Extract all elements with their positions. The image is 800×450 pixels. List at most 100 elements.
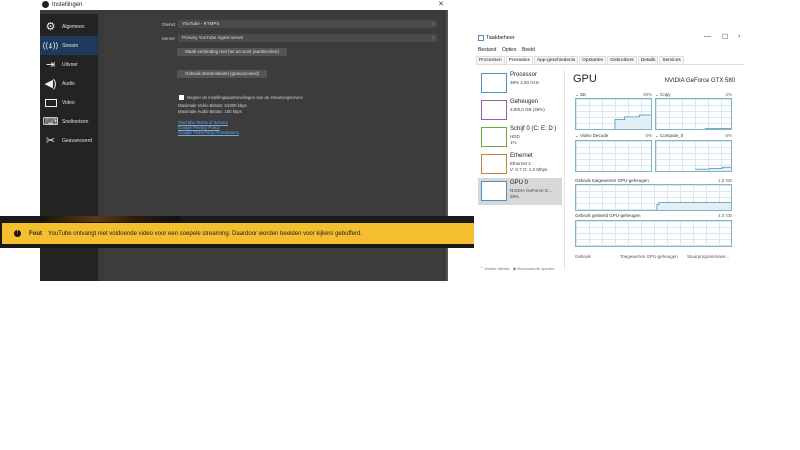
engine-video-decode-graph	[575, 140, 652, 172]
sidebar-item-video[interactable]: Video	[40, 93, 98, 112]
resource-processor[interactable]: Processor 38% 2,50 GHz	[478, 70, 562, 97]
youtube-tos-link[interactable]: YouTube Terms of Service	[178, 120, 228, 125]
google-privacy-link[interactable]: Google Privacy Policy	[178, 125, 220, 130]
shared-memory-label: Gebruik gedeeld GPU-geheugen	[575, 213, 641, 218]
ignore-recommendations-checkbox[interactable]	[179, 95, 184, 100]
sidebar-item-audio[interactable]: ◀) Audio	[40, 74, 98, 93]
engine-compute-label[interactable]: ⌄ Compute_0	[655, 133, 684, 138]
resource-name: Ethernet	[510, 153, 533, 159]
sidebar-item-label: Sneltoetsen	[62, 118, 89, 125]
video-preview-strip	[40, 216, 180, 222]
dedicated-memory-value: 1,5 GB	[717, 178, 732, 183]
maximize-icon[interactable]: ☐	[722, 34, 729, 41]
menu-beeld[interactable]: Beeld	[522, 47, 535, 53]
minimize-icon[interactable]: —	[704, 33, 711, 40]
connect-account-button[interactable]: Maak verbinding met het account (aanbevo…	[177, 48, 287, 56]
sidebar-item-label: Algemeen	[62, 23, 85, 30]
task-manager-icon	[478, 35, 484, 41]
speaker-icon: ◀)	[44, 78, 57, 90]
menu-opties[interactable]: Opties	[502, 47, 517, 53]
engine-copy-graph	[655, 98, 732, 130]
tab-gebruikers[interactable]: Gebruikers	[607, 56, 637, 64]
sidebar-item-stream[interactable]: ((⍋)) Stream	[40, 36, 98, 55]
sidebar-item-geavanceerd[interactable]: ✂ Geavanceerd	[40, 131, 98, 150]
sidebar-item-label: Geavanceerd	[62, 137, 93, 144]
resource-name: Geheugen	[510, 99, 539, 105]
server-select[interactable]: Primary YouTube ingest server ⇕	[178, 34, 437, 42]
window-border	[446, 10, 448, 281]
error-message: YouTube ontvangt niet voldoende video vo…	[48, 230, 362, 237]
resource-memory[interactable]: Geheugen 3,9/8,0 GB (49%)	[478, 97, 562, 124]
tab-services[interactable]: Services	[659, 56, 684, 64]
resource-ethernet[interactable]: Ethernet Ethernet 2 V: 0,7 O: 1,0 Mbps	[478, 151, 562, 178]
fewer-details-link[interactable]: ⌃ Minder details ◉ Broncontrole openen	[480, 266, 555, 271]
sidebar-item-sneltoetsen[interactable]: ⌨ Sneltoetsen	[40, 112, 98, 131]
engine-copy-value: 2%	[725, 92, 732, 97]
resource-detail: NVIDIA GeForce G...	[510, 188, 553, 193]
engine-copy-label[interactable]: ⌄ Copy	[655, 92, 671, 97]
error-banner: ! Fout YouTube ontvangt niet voldoende v…	[2, 223, 476, 244]
resource-disk[interactable]: Schijf 0 (C: E: D:) HDD 1%	[478, 124, 562, 151]
server-value: Primary YouTube ingest server	[182, 35, 244, 40]
tools-icon: ✂	[45, 135, 56, 147]
engine-3d-label[interactable]: ⌄ 3D	[575, 92, 586, 97]
resource-detail: 3,9/8,0 GB (49%)	[510, 107, 545, 112]
stat-dedicated-label: Toegewezen GPU-geheugen	[620, 254, 678, 259]
use-stream-key-button[interactable]: Gebruik streamsleutel (geavanceerd)	[177, 70, 267, 78]
sidebar-item-uitvoer[interactable]: ⇥ Uitvoer	[40, 55, 98, 74]
sidebar-item-algemeen[interactable]: ⚙ Algemeen	[40, 17, 98, 36]
tab-processen[interactable]: Processen	[476, 56, 505, 64]
gpu-thumbnail-graph	[481, 181, 507, 201]
service-label: Dienst	[162, 22, 175, 27]
google-third-party-link[interactable]: Google Third-Party Permissions	[178, 130, 239, 135]
window-title: Taakbeheer	[486, 35, 515, 41]
dedicated-memory-graph	[575, 184, 732, 211]
resource-detail: Ethernet 2	[510, 161, 531, 166]
engine-compute-graph	[655, 140, 732, 172]
pane-divider	[564, 70, 565, 270]
resource-detail: V: 0,7 O: 1,0 Mbps	[510, 167, 548, 172]
gear-icon: ⚙	[45, 21, 56, 33]
dedicated-memory-label: Gebruik toegewezen GPU-geheugen	[575, 178, 649, 183]
resource-gpu[interactable]: GPU 0 NVIDIA GeForce G... 38%	[478, 178, 562, 205]
monitor-icon	[43, 96, 58, 109]
tab-bar: Processen Prestaties App-geschiedenis Op…	[476, 56, 744, 65]
service-select[interactable]: YouTube - RTMPS ⇕	[178, 20, 437, 28]
sidebar-item-label: Uitvoer	[62, 61, 78, 68]
tab-prestaties[interactable]: Prestaties	[505, 56, 534, 64]
tab-details[interactable]: Details	[637, 56, 659, 64]
engine-video-decode-label[interactable]: ⌄ Video Decode	[575, 133, 609, 138]
server-label: Server	[161, 36, 175, 41]
memory-thumbnail-graph	[481, 100, 507, 120]
output-icon: ⇥	[45, 59, 56, 71]
ignore-recommendations-label: Negeer de instellingsaanbevelingen van d…	[187, 95, 303, 100]
error-icon: !	[14, 230, 21, 237]
stat-driver-label: Stuurprogrammave...	[687, 254, 730, 259]
max-audio-bitrate: Maximale Audio Bitrate: 160 kbps	[178, 109, 242, 114]
more-icon[interactable]: ›	[738, 33, 741, 40]
close-icon[interactable]: ✕	[438, 1, 444, 8]
stat-usage-label: Gebruik	[575, 254, 591, 259]
obs-logo-icon	[42, 1, 49, 8]
resource-detail: 38%	[510, 194, 520, 199]
engine-3d-graph	[575, 98, 652, 130]
resource-detail: HDD	[510, 134, 520, 139]
gpu-model: NVIDIA GeForce GTX 580	[664, 78, 735, 84]
shared-memory-graph	[575, 220, 732, 247]
obs-titlebar: Instellingen ✕	[40, 0, 448, 10]
spinner-icon: ⇕	[431, 35, 435, 40]
menu-bestand[interactable]: Bestand	[478, 47, 497, 53]
tab-opstarten[interactable]: Opstarten	[579, 56, 607, 64]
sidebar-item-label: Stream	[62, 42, 79, 49]
sidebar-item-label: Audio	[62, 80, 75, 87]
error-label: Fout	[29, 230, 42, 237]
task-manager-window: Taakbeheer — ☐ › Bestand Opties Beeld Pr…	[474, 30, 749, 280]
engine-video-decode-value: 0%	[645, 133, 652, 138]
tab-app-geschiedenis[interactable]: App-geschiedenis	[534, 56, 579, 64]
resource-name: Processor	[510, 72, 538, 78]
cpu-thumbnail-graph	[481, 73, 507, 93]
resource-detail: 38% 2,50 GHz	[510, 80, 540, 85]
max-video-bitrate: Maximale Video Bitrate: 51000 kbps	[178, 103, 247, 108]
resource-name: GPU 0	[510, 180, 529, 186]
resource-detail: 1%	[510, 140, 517, 145]
